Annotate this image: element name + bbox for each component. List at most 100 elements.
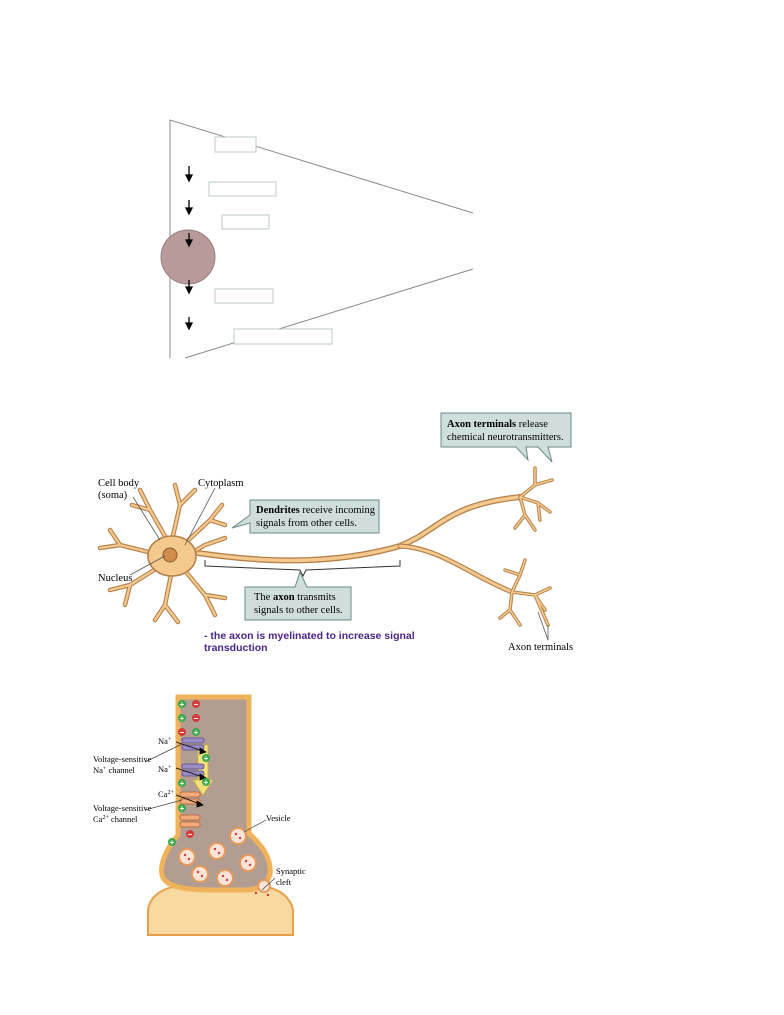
callout-terminals-bold: Axon terminals	[447, 419, 516, 430]
svg-text:Axon terminals release: Axon terminals release	[447, 419, 548, 430]
svg-text:+: +	[180, 804, 185, 813]
na-channel-2	[181, 763, 205, 777]
positive-charge-icon: +	[168, 838, 176, 847]
label-soma: (soma)	[98, 490, 128, 501]
vesicle	[257, 879, 271, 893]
label-cell-body: Cell body	[98, 478, 140, 489]
label-vs-ca-sup: 2+	[102, 815, 109, 821]
callout-dendrites-line2: signals from other cells.	[256, 518, 357, 529]
ca-channel	[179, 791, 201, 828]
callout-axon-terminals	[440, 412, 572, 463]
label-na-1-sup: +	[168, 737, 172, 743]
vesicle	[229, 827, 247, 845]
axon-terminals-top	[513, 466, 554, 532]
axon-terminals-bottom	[498, 558, 552, 627]
label-vs-ca-line2: Ca	[93, 814, 103, 824]
down-arrow-icon	[184, 233, 194, 248]
svg-text:+: +	[180, 779, 185, 788]
down-arrow-icon	[184, 280, 194, 295]
blank-box-3	[221, 214, 270, 230]
vesicle	[191, 865, 209, 883]
synapse-diagram: + − + − − + + + + + − +	[93, 694, 306, 936]
funnel-lower-edge	[184, 268, 474, 359]
svg-text:Dendrites receive incoming: Dendrites receive incoming	[256, 505, 376, 516]
blank-box-4	[214, 288, 274, 304]
callout-axon	[244, 570, 352, 621]
vesicle	[208, 842, 226, 860]
positive-charge-icon: +	[202, 754, 210, 763]
down-arrow-icon	[184, 317, 194, 331]
svg-text:−: −	[194, 714, 199, 723]
label-vs-na-channel: channel	[106, 765, 135, 775]
negative-charge-icon: −	[186, 830, 194, 839]
label-na-1: Na	[158, 736, 168, 746]
label-vs-ca-channel: channel	[109, 814, 138, 824]
callout-terminals-line2: chemical neurotransmitters.	[447, 432, 564, 443]
svg-text:Na+: Na+	[158, 764, 172, 774]
svg-text:+: +	[180, 700, 185, 709]
svg-text:Na+: Na+	[158, 736, 172, 746]
label-ca: Ca	[158, 789, 168, 799]
negative-charge-icon: −	[192, 700, 200, 709]
label-synaptic: Synaptic	[276, 866, 306, 876]
svg-text:+: +	[204, 754, 209, 763]
callout-axon-line2: signals to other cells.	[254, 605, 343, 616]
callout-axon-text: transmits	[295, 592, 336, 603]
blank-box-5	[233, 328, 333, 345]
svg-text:+: +	[170, 838, 175, 847]
neuron-diagram: Axon terminals release chemical neurotra…	[97, 412, 573, 654]
svg-text:−: −	[194, 700, 199, 709]
callout-dendrites	[231, 499, 380, 534]
label-nucleus: Nucleus	[98, 573, 132, 584]
svg-text:+: +	[204, 778, 209, 787]
synapse-pointer-lines	[144, 743, 276, 891]
flow-arrows	[184, 166, 194, 331]
svg-text:−: −	[180, 728, 185, 737]
callout-axon-bold: axon	[273, 592, 295, 603]
axon-branch-fill	[398, 544, 514, 594]
down-arrow-icon	[184, 200, 194, 216]
nucleus	[162, 547, 178, 563]
callout-terminals-text: release	[516, 419, 548, 430]
svg-text:+: +	[194, 728, 199, 737]
callout-dendrites-text: receive incoming	[300, 505, 376, 516]
vesicle	[239, 854, 257, 872]
callout-axon-pre: The	[254, 592, 273, 603]
blank-box-1	[214, 136, 257, 153]
down-arrow-icon	[184, 166, 194, 183]
svg-text:Ca2+: Ca2+	[158, 789, 174, 799]
svg-text:−: −	[188, 830, 193, 839]
funnel-diagram	[160, 119, 474, 359]
note-transduction: transduction	[204, 642, 268, 654]
vesicle	[178, 848, 196, 866]
ion-arrows	[175, 741, 207, 808]
label-vs-na-line2: Na	[93, 765, 103, 775]
positive-charge-icon: +	[202, 778, 210, 787]
funnel-outline	[169, 119, 474, 358]
vesicle	[216, 869, 234, 887]
blank-box-2	[208, 181, 277, 197]
positive-charge-icon: +	[192, 728, 200, 737]
axon-bracket	[204, 560, 401, 578]
negative-charge-icon: −	[178, 728, 186, 737]
svg-text:The axon transmits: The axon transmits	[254, 592, 336, 603]
svg-text:Na+ channel: Na+ channel	[93, 765, 136, 775]
highlight-circle	[160, 229, 216, 285]
positive-charge-icon: +	[178, 714, 186, 723]
membrane-charges: + − + − − + + + + + − +	[168, 700, 210, 847]
label-cytoplasm: Cytoplasm	[198, 478, 244, 489]
svg-text:Ca2+ channel: Ca2+ channel	[93, 814, 138, 824]
callout-dendrites-bold: Dendrites	[256, 505, 300, 516]
label-vs-ca-line1: Voltage-sensitive	[93, 803, 152, 813]
vesicles	[178, 827, 271, 893]
negative-charge-icon: −	[192, 714, 200, 723]
label-vesicle: Vesicle	[266, 813, 291, 823]
label-na-2: Na	[158, 764, 168, 774]
positive-charge-icon: +	[178, 700, 186, 709]
label-vs-na-sup: +	[103, 766, 107, 772]
svg-text:+: +	[180, 714, 185, 723]
note-myelinated: - the axon is myelinated to increase sig…	[204, 630, 415, 642]
label-axon-terminals: Axon terminals	[508, 642, 573, 653]
positive-charge-icon: +	[178, 804, 186, 813]
positive-charge-icon: +	[178, 779, 186, 788]
